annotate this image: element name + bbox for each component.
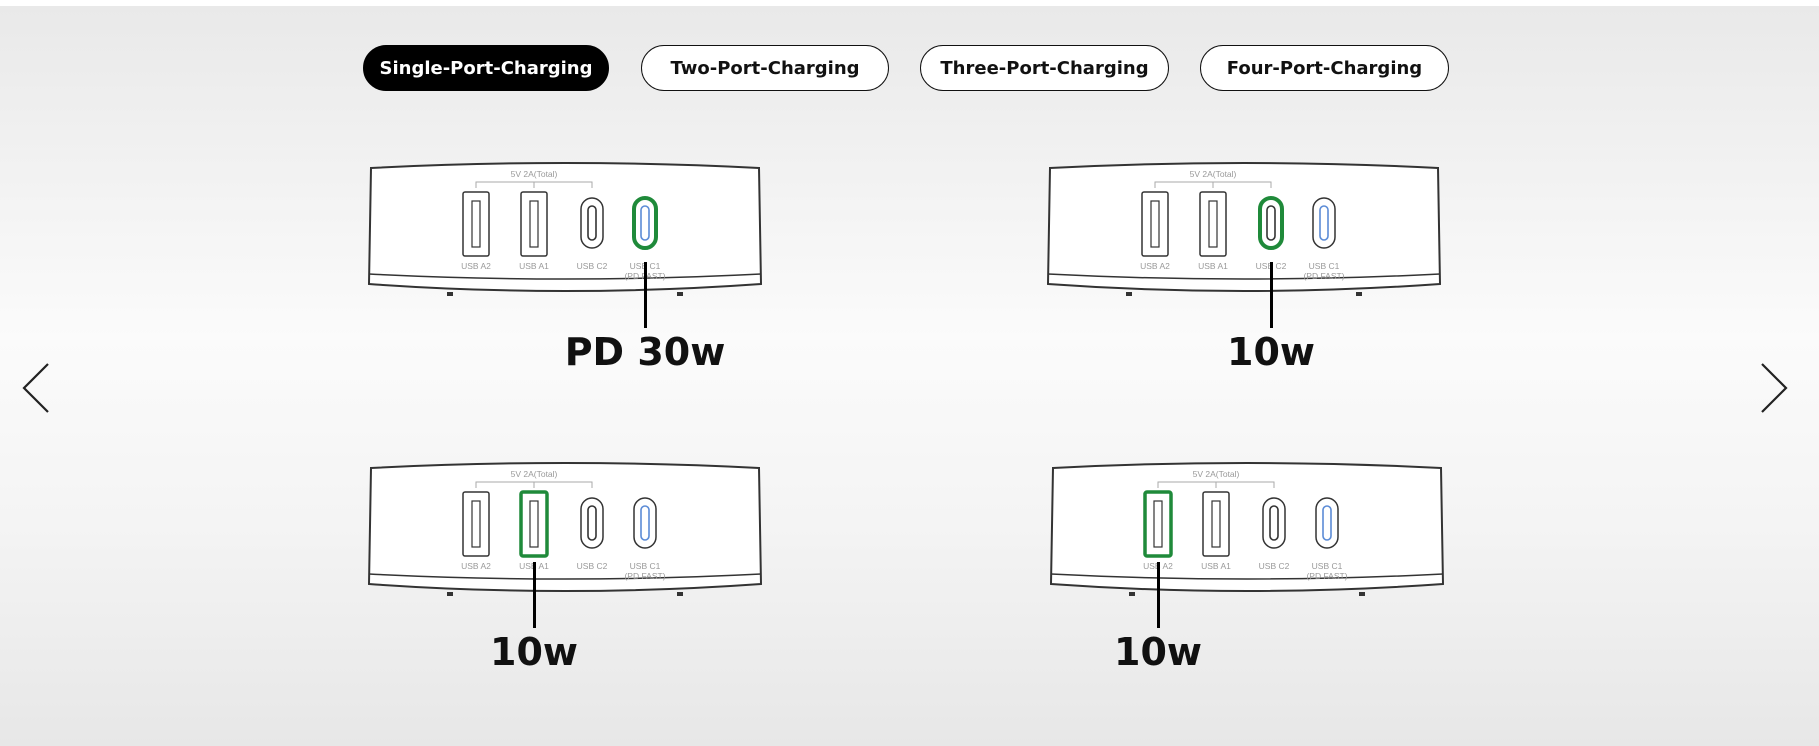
tab-three-port-charging[interactable]: Three-Port-Charging bbox=[920, 45, 1169, 91]
port-label: USB A1 bbox=[1198, 261, 1228, 271]
port-label: USB C1 bbox=[1309, 261, 1340, 271]
power-output-label: 10w bbox=[1227, 330, 1315, 374]
port-usb-c1: USB C1(PD FAST) bbox=[1303, 197, 1345, 281]
port-usb-a1: USB A1 bbox=[1201, 491, 1231, 571]
callout-leader-line bbox=[1157, 562, 1160, 628]
charger-front-illustration: 5V 2A(Total) USB A2 USB A1 USB C2 USB C1(PD … bbox=[1046, 162, 1442, 296]
port-usb-c2: USB C2 bbox=[1256, 196, 1287, 271]
port-usb-c2: USB C2 bbox=[1259, 497, 1290, 571]
power-output-label: PD 30w bbox=[564, 330, 726, 374]
port-usb-c2: USB C2 bbox=[577, 197, 608, 271]
charging-panel: 5V 2A(Total) USB A2 USB A1 USB C2 USB C1(PD … bbox=[1044, 156, 1464, 416]
port-label: USB C2 bbox=[577, 261, 608, 271]
chevron-left-icon bbox=[22, 363, 49, 413]
port-usb-c1: USB C1(PD FAST) bbox=[1306, 497, 1348, 581]
port-usb-a1: USB A1 bbox=[1198, 191, 1228, 271]
port-label: USB C1 bbox=[630, 561, 661, 571]
tab-two-port-charging[interactable]: Two-Port-Charging bbox=[641, 45, 889, 91]
port-usb-c2: USB C2 bbox=[577, 497, 608, 571]
port-sublabel: (PD FAST) bbox=[1306, 571, 1347, 581]
port-group-label: 5V 2A(Total) bbox=[1190, 169, 1237, 179]
port-usb-a2: USB A2 bbox=[1140, 191, 1170, 271]
port-label: USB A2 bbox=[461, 561, 491, 571]
prev-slide-button[interactable] bbox=[12, 358, 58, 418]
port-label: USB C2 bbox=[1259, 561, 1290, 571]
next-slide-button[interactable] bbox=[1752, 358, 1798, 418]
port-label: USB A2 bbox=[1140, 261, 1170, 271]
port-sublabel: (PD FAST) bbox=[1303, 271, 1344, 281]
port-group-label: 5V 2A(Total) bbox=[511, 169, 558, 179]
port-sublabel: (PD FAST) bbox=[624, 571, 665, 581]
port-group-label: 5V 2A(Total) bbox=[1193, 469, 1240, 479]
port-usb-a2: USB A2 bbox=[461, 491, 491, 571]
port-label: USB A2 bbox=[461, 261, 491, 271]
callout-leader-line bbox=[533, 562, 536, 628]
port-usb-a2: USB A2 bbox=[461, 191, 491, 271]
port-group-label: 5V 2A(Total) bbox=[511, 469, 558, 479]
callout-leader-line bbox=[644, 262, 647, 328]
carousel-stage: Single-Port-Charging Two-Port-Charging T… bbox=[0, 6, 1819, 746]
port-usb-a1: USB A1 bbox=[519, 191, 549, 271]
port-label: USB A1 bbox=[1201, 561, 1231, 571]
power-output-label: 10w bbox=[490, 630, 578, 674]
power-output-label: 10w bbox=[1114, 630, 1202, 674]
tab-single-port-charging[interactable]: Single-Port-Charging bbox=[363, 45, 609, 91]
port-label: USB C2 bbox=[577, 561, 608, 571]
callout-leader-line bbox=[1270, 262, 1273, 328]
chevron-right-icon bbox=[1761, 363, 1788, 413]
port-label: USB A1 bbox=[519, 261, 549, 271]
port-usb-c1: USB C1(PD FAST) bbox=[624, 497, 666, 581]
port-label: USB C1 bbox=[1312, 561, 1343, 571]
tab-four-port-charging[interactable]: Four-Port-Charging bbox=[1200, 45, 1449, 91]
